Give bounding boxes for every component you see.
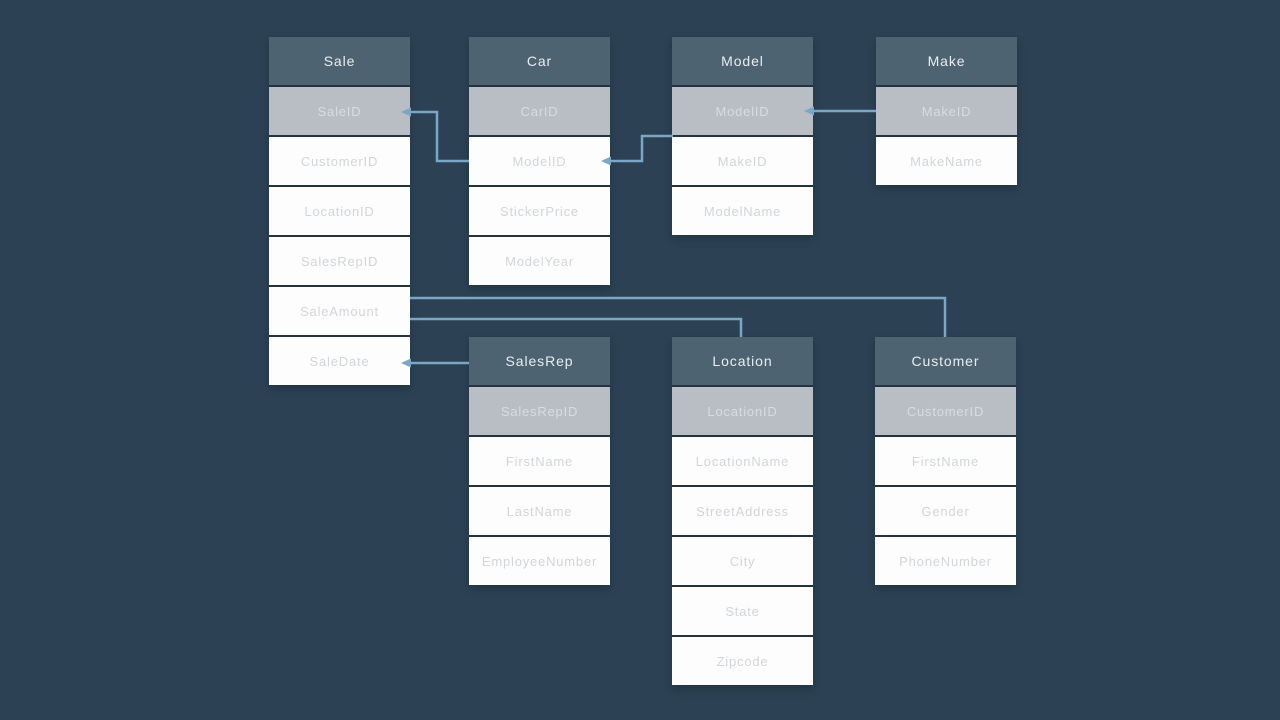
- table-title-salesrep: SalesRep: [469, 337, 610, 385]
- field-customer-firstname: FirstName: [875, 437, 1016, 485]
- field-sale-locationid: LocationID: [269, 187, 410, 235]
- field-customer-phonenumber: PhoneNumber: [875, 537, 1016, 585]
- field-sale-salesrepid: SalesRepID: [269, 237, 410, 285]
- field-sale-saleamount: SaleAmount: [269, 287, 410, 335]
- field-location-locationname: LocationName: [672, 437, 813, 485]
- field-customer-customerid: CustomerID: [875, 387, 1016, 435]
- table-title-sale: Sale: [269, 37, 410, 85]
- connector-sale-car: [410, 110, 469, 163]
- field-salesrep-salesrepid: SalesRepID: [469, 387, 610, 435]
- field-make-makename: MakeName: [876, 137, 1017, 185]
- field-location-city: City: [672, 537, 813, 585]
- field-salesrep-employeenumber: EmployeeNumber: [469, 537, 610, 585]
- field-car-modelid: ModelID: [469, 137, 610, 185]
- connector-sale-customer: [410, 296, 947, 337]
- field-salesrep-firstname: FirstName: [469, 437, 610, 485]
- field-make-makeid: MakeID: [876, 87, 1017, 135]
- field-model-modelid: ModelID: [672, 87, 813, 135]
- field-sale-customerid: CustomerID: [269, 137, 410, 185]
- field-car-modelyear: ModelYear: [469, 237, 610, 285]
- table-title-model: Model: [672, 37, 813, 85]
- table-title-car: Car: [469, 37, 610, 85]
- table-title-customer: Customer: [875, 337, 1016, 385]
- field-location-locationid: LocationID: [672, 387, 813, 435]
- field-location-streetaddress: StreetAddress: [672, 487, 813, 535]
- field-sale-saledate: SaleDate: [269, 337, 410, 385]
- connector-sale-location: [410, 317, 743, 337]
- field-car-carid: CarID: [469, 87, 610, 135]
- table-title-location: Location: [672, 337, 813, 385]
- field-location-zipcode: Zipcode: [672, 637, 813, 685]
- field-car-stickerprice: StickerPrice: [469, 187, 610, 235]
- field-salesrep-lastname: LastName: [469, 487, 610, 535]
- table-title-make: Make: [876, 37, 1017, 85]
- field-sale-saleid: SaleID: [269, 87, 410, 135]
- field-customer-gender: Gender: [875, 487, 1016, 535]
- connector-car-model: [610, 134, 673, 163]
- field-location-state: State: [672, 587, 813, 635]
- field-model-makeid: MakeID: [672, 137, 813, 185]
- field-model-modelname: ModelName: [672, 187, 813, 235]
